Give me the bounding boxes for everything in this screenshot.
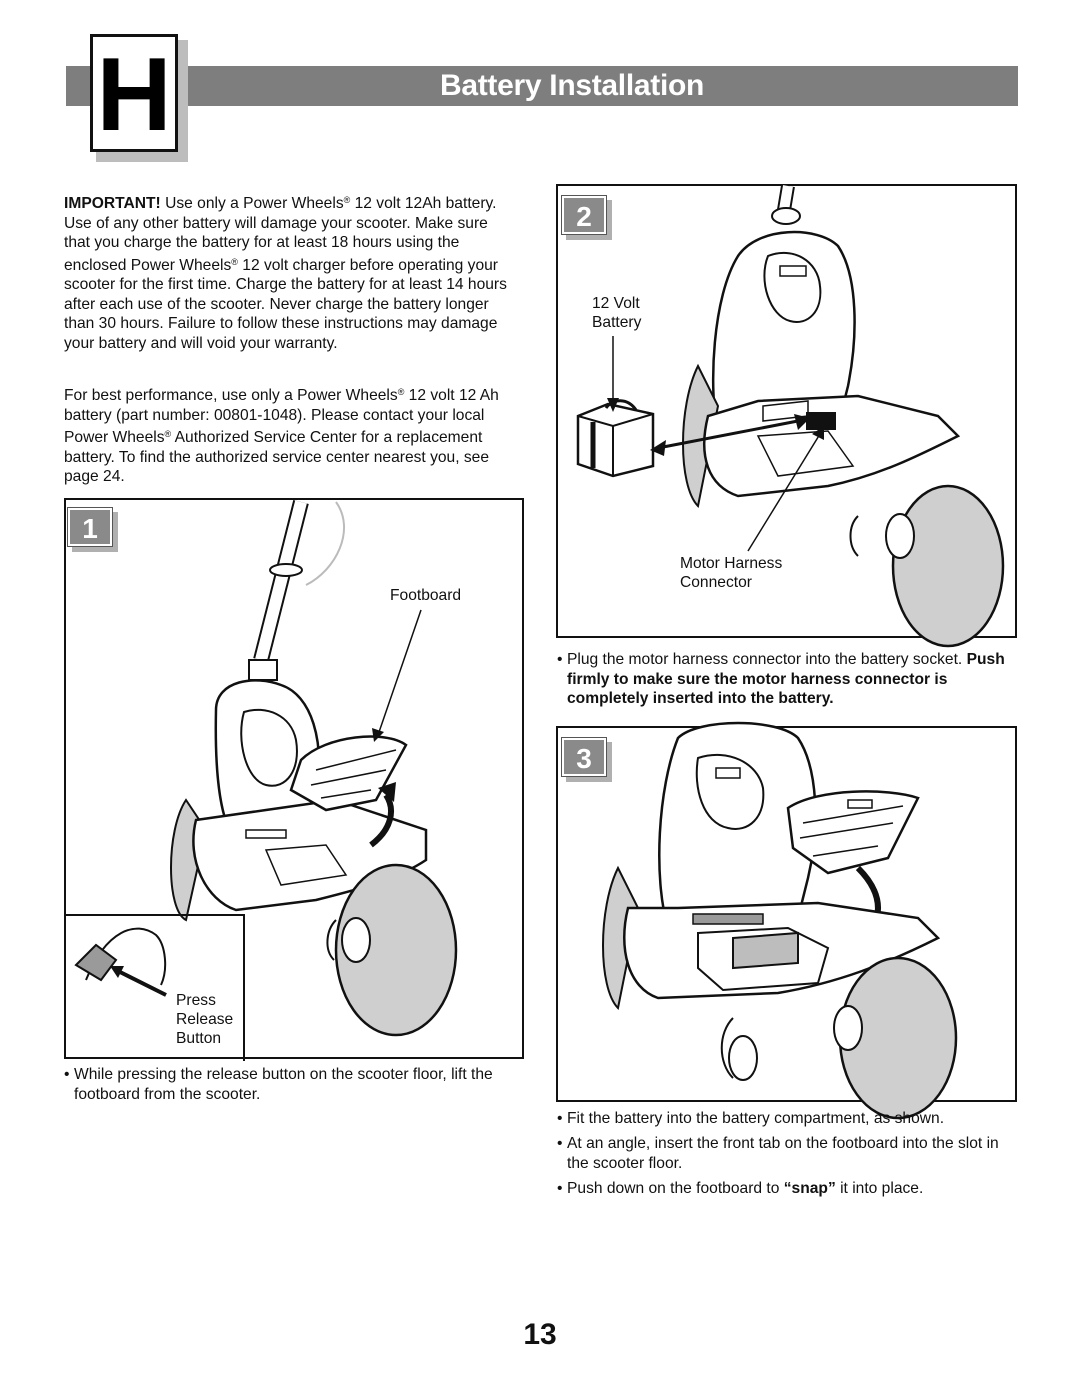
snap-before: Push down on the footboard to [567, 1180, 784, 1197]
step1-bullet-text: While pressing the release button on the… [74, 1066, 493, 1103]
volt-label: 12 Volt [592, 295, 640, 312]
step2-bullet-bold: Push firmly to make sure the motor harne… [567, 651, 1005, 707]
footboard-label: Footboard [390, 587, 462, 604]
step2-number: 2 [561, 195, 607, 235]
section-letter-box: H [90, 34, 178, 153]
step1-number: 1 [67, 507, 113, 547]
bullet-dot: • [64, 1066, 70, 1083]
motor-harness-label: Motor Harness [680, 555, 783, 572]
registered-mark: ® [164, 429, 172, 439]
step1-panel: Footboard Press Release Button [64, 498, 524, 1061]
registered-mark: ® [343, 195, 351, 205]
registered-mark: ® [231, 256, 238, 267]
battery-label: Battery [592, 314, 642, 331]
page-title: Battery Installation [439, 69, 705, 102]
step2-bullet-normal: Plug the motor harness connector into th… [567, 651, 963, 668]
step2-bullet: • Plug the motor harness connector into … [557, 650, 1022, 709]
important-paragraph: IMPORTANT! Use only a Power Wheels® 12 v… [64, 191, 516, 353]
header-bar: Battery Installation [66, 66, 1018, 106]
connector-label: Connector [680, 574, 752, 591]
bullet-dot: • [557, 651, 563, 668]
page-number: 13 [523, 1318, 557, 1351]
bullet-dot: • [557, 1180, 563, 1197]
bullet-dot: • [557, 1135, 563, 1152]
button-label: Button [176, 1030, 222, 1047]
step3-bullet-2-text: At an angle, insert the front tab on the… [567, 1135, 999, 1172]
step3-bullet-1: • Fit the battery into the battery compa… [557, 1109, 1022, 1129]
best-text-3: Authorized Service Center for a replacem… [64, 429, 490, 485]
important-text-3: 12 volt charger before operating your sc… [64, 256, 507, 352]
step3-bullet-2: • At an angle, insert the front tab on t… [557, 1134, 1022, 1173]
important-text-2: 12 volt 12Ah battery. Use of any other b… [64, 195, 497, 274]
important-lead: IMPORTANT! [64, 195, 161, 212]
step3-bullet-1-text: Fit the battery into the battery compart… [567, 1110, 945, 1127]
registered-mark: ® [397, 387, 405, 397]
section-letter: H [96, 37, 172, 153]
snap-after: it into place. [835, 1180, 924, 1197]
snap-word: “snap” [783, 1180, 836, 1197]
step2-illustration [576, 184, 1005, 648]
step1-illustration [66, 500, 458, 1061]
step3-bullet-3: • Push down on the footboard to “snap” i… [557, 1179, 1022, 1199]
best-performance-paragraph: For best performance, use only a Power W… [64, 383, 516, 487]
press-label: Press [176, 992, 216, 1009]
step1-bullet: • While pressing the release button on t… [64, 1065, 524, 1104]
best-text-1: For best performance, use only a Power W… [64, 387, 398, 404]
step2-panel: 12 Volt Battery Motor Harness Connector [556, 184, 1017, 648]
step3-panel [556, 721, 1017, 1120]
bullet-dot: • [557, 1110, 563, 1127]
step3-number: 3 [561, 737, 607, 777]
release-label: Release [176, 1011, 234, 1028]
step3-illustration [602, 721, 958, 1120]
important-text-1: Use only a Power Wheels [165, 195, 344, 212]
best-text-2: 12 volt 12 Ah battery (part number: 0080… [64, 387, 499, 446]
